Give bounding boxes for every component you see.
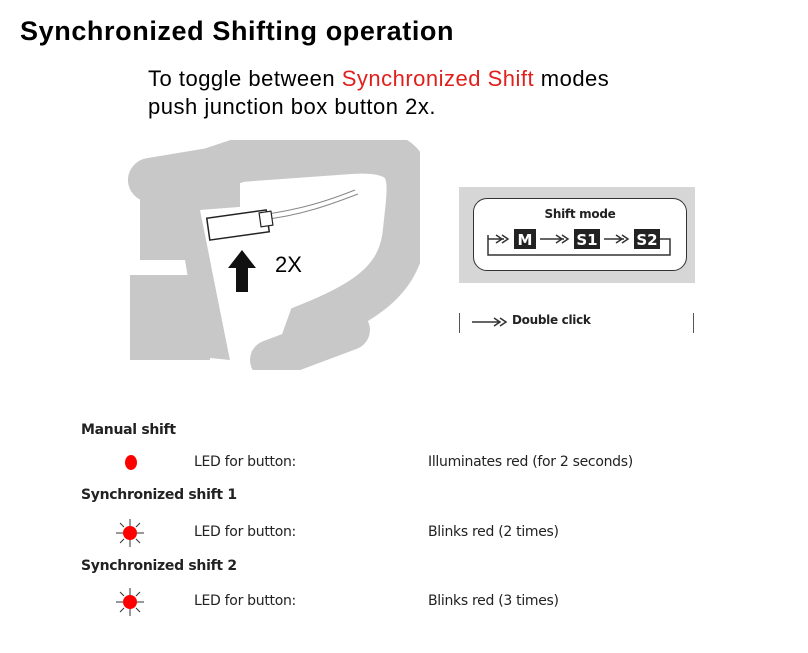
mode-heading: Manual shift: [81, 422, 176, 438]
mode-s1: S1: [576, 231, 597, 249]
page-title: Synchronized Shifting operation: [20, 16, 455, 46]
instruction-text: To toggle between: [148, 66, 342, 91]
shift-mode-cycle: M S1 S2: [487, 229, 671, 256]
led-state: Blinks red (3 times): [428, 593, 559, 609]
led-blink-icon: [116, 588, 144, 616]
mode-m: M: [518, 231, 533, 249]
led-label: LED for button:: [194, 454, 296, 470]
led-state: Blinks red (2 times): [428, 524, 559, 540]
press-count: 2X: [275, 252, 302, 277]
instruction-text: modes: [534, 66, 610, 91]
shift-mode-panel: Shift mode M S1 S2: [459, 187, 695, 283]
mode-heading: Synchronized shift 2: [81, 558, 237, 574]
press-arrow-icon: [228, 250, 256, 292]
instruction-highlight: Synchronized Shift: [341, 66, 535, 91]
led-blink-icon: [116, 519, 144, 547]
shift-mode-title: Shift mode: [544, 207, 616, 221]
handlebar-illustration: 2X: [128, 140, 420, 370]
led-label: LED for button:: [194, 524, 296, 540]
led-solid-icon: [125, 455, 137, 470]
legend-label: Double click: [512, 313, 591, 327]
divider: [693, 313, 694, 333]
instruction-line-2: push junction box button 2x.: [148, 94, 436, 119]
mode-s2: S2: [636, 231, 657, 249]
mode-heading: Synchronized shift 1: [81, 487, 237, 503]
instruction-line-1: To toggle between Synchronized Shift mod…: [148, 66, 609, 92]
junction-box-icon[interactable]: [205, 209, 274, 241]
led-label: LED for button:: [194, 593, 296, 609]
divider: [459, 313, 460, 333]
led-state: Illuminates red (for 2 seconds): [428, 454, 633, 470]
double-arrow-icon: [472, 317, 508, 327]
